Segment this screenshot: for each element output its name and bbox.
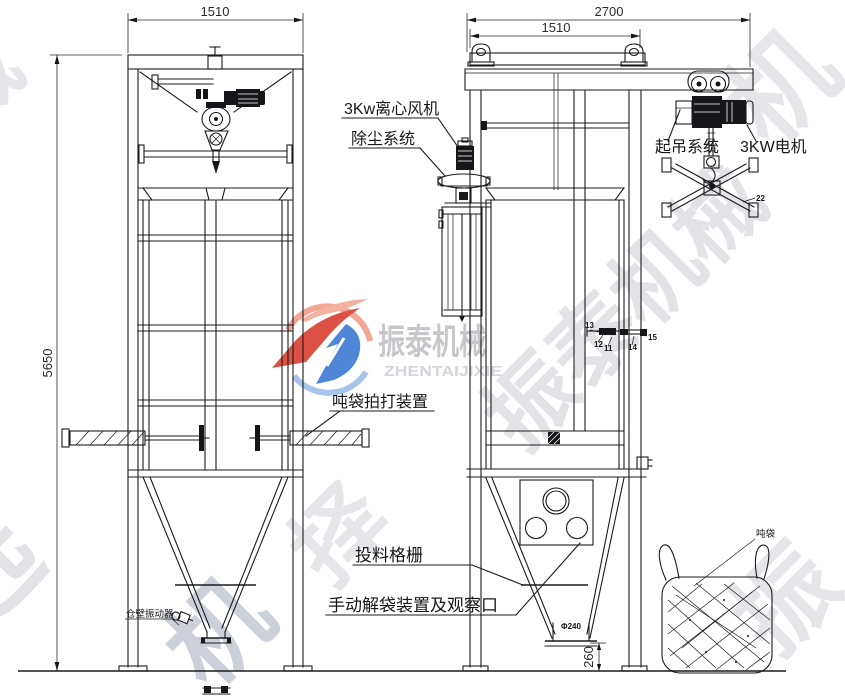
watermark-tile: 机 — [144, 558, 294, 696]
svg-text:2700: 2700 — [595, 4, 624, 19]
svg-text:仓壁振动器: 仓壁振动器 — [126, 608, 174, 620]
logo-swoosh-salmon — [300, 299, 368, 322]
callouts: 3Kw离心风机 除尘系统 起吊系统 3KW电机 吨袋拍打装置 仓壁振动器 — [125, 100, 807, 626]
dust-collector — [437, 137, 491, 322]
side-view: Φ240 13 12 11 14 15 — [437, 43, 765, 672]
hoist-motor — [722, 100, 746, 124]
part-number: 22 — [756, 194, 765, 203]
lifting-lug — [467, 43, 495, 67]
fan-motor — [456, 146, 474, 170]
top-machinery — [196, 89, 265, 174]
logo-bolt-blue — [316, 324, 361, 384]
side-hopper: Φ240 — [485, 477, 625, 647]
svg-text:吨袋拍打装置: 吨袋拍打装置 — [332, 393, 428, 411]
callout-fan: 3Kw离心风机 — [341, 100, 459, 148]
svg-text:1510: 1510 — [201, 4, 230, 19]
logo-bolt-slash — [325, 337, 346, 367]
front-top-beam — [127, 54, 304, 70]
svg-text:260: 260 — [581, 646, 596, 668]
watermark-tile: 械 — [0, 13, 42, 155]
hoist-control-box — [675, 100, 693, 125]
electric-hoist — [675, 70, 754, 184]
patting-device-left — [61, 425, 210, 451]
watermark-tile: 振 — [711, 526, 845, 676]
callout-dust: 除尘系统 — [348, 130, 446, 177]
dim-side-width: 1510 — [469, 20, 641, 48]
lifting-sub-beam — [469, 52, 646, 66]
observation-port — [524, 516, 548, 540]
logo-brand-text: 振泰机械 — [378, 323, 486, 362]
dim-height: 5650 — [40, 54, 122, 671]
bag-handle — [754, 544, 770, 580]
front-view — [61, 46, 370, 672]
svg-text:1510: 1510 — [542, 20, 571, 35]
svg-text:3KW电机: 3KW电机 — [740, 138, 807, 156]
svg-text:3Kw离心风机: 3Kw离心风机 — [344, 100, 439, 118]
front-hopper — [142, 476, 289, 644]
logo-arc-bottom — [291, 370, 369, 396]
callout-patting: 吨袋拍打装置 — [305, 393, 435, 437]
callout-vibrator: 仓壁振动器 — [125, 608, 180, 626]
observation-panel — [519, 479, 594, 546]
base-plate — [462, 665, 489, 672]
callout-hoist-system: 起吊系统 — [655, 109, 719, 156]
callout-hoist-motor: 3KW电机 — [740, 124, 807, 156]
hoist-trolley — [687, 70, 730, 93]
observation-port — [565, 516, 589, 540]
wall-vibrator — [171, 610, 194, 625]
lifting-cross-frame: 22 — [661, 157, 765, 218]
ton-bag — [658, 544, 773, 674]
part-number: 14 — [628, 343, 637, 352]
pulse-injector-assembly: 13 12 11 14 15 — [585, 321, 657, 353]
part-number: 13 — [585, 321, 594, 330]
callout-grille: 投料格栅 — [352, 546, 524, 586]
svg-text:投料格栅: 投料格栅 — [355, 546, 423, 565]
svg-text:5650: 5650 — [40, 349, 55, 378]
svg-text:除尘系统: 除尘系统 — [351, 130, 415, 148]
bag-crosshatch — [667, 582, 771, 671]
svg-text:手动解袋装置及观察口: 手动解袋装置及观察口 — [328, 596, 498, 615]
callout-bag: 吨袋 — [693, 528, 776, 587]
outlet-diameter: Φ240 — [561, 622, 581, 631]
dim-total-width: 2700 — [466, 4, 751, 67]
base-plate — [283, 665, 313, 672]
bag-body — [661, 576, 773, 674]
observation-port — [542, 487, 570, 515]
zhentai-logo: 振泰机械 ZHENTAIJIXIE — [272, 299, 502, 396]
discharge-spout — [212, 161, 220, 174]
drive-motor — [236, 89, 260, 107]
monorail-beam — [464, 68, 754, 91]
base-detail — [202, 686, 231, 695]
part-number: 12 — [594, 340, 603, 349]
dim-outlet-height: 260 — [581, 642, 606, 671]
bag-handle — [658, 544, 680, 581]
dimensions: 1510 2700 1510 5650 — [40, 4, 751, 671]
base-plate — [118, 665, 148, 672]
patting-device-right — [249, 425, 370, 451]
logo-swoosh-red — [272, 308, 360, 368]
logo-brand-latin: ZHENTAIJIXIE — [384, 363, 502, 380]
lifting-lug — [620, 43, 648, 67]
svg-text:起吊系统: 起吊系统 — [655, 138, 719, 156]
part-number: 11 — [604, 344, 613, 353]
dim-front-width: 1510 — [127, 4, 304, 53]
gearbox — [224, 91, 236, 105]
base-plate — [621, 665, 648, 672]
svg-text:吨袋: 吨袋 — [756, 528, 776, 540]
watermark-tile: 选 — [0, 492, 65, 657]
callout-manual: 手动解袋装置及观察口 — [325, 542, 581, 616]
part-number: 15 — [648, 333, 657, 342]
